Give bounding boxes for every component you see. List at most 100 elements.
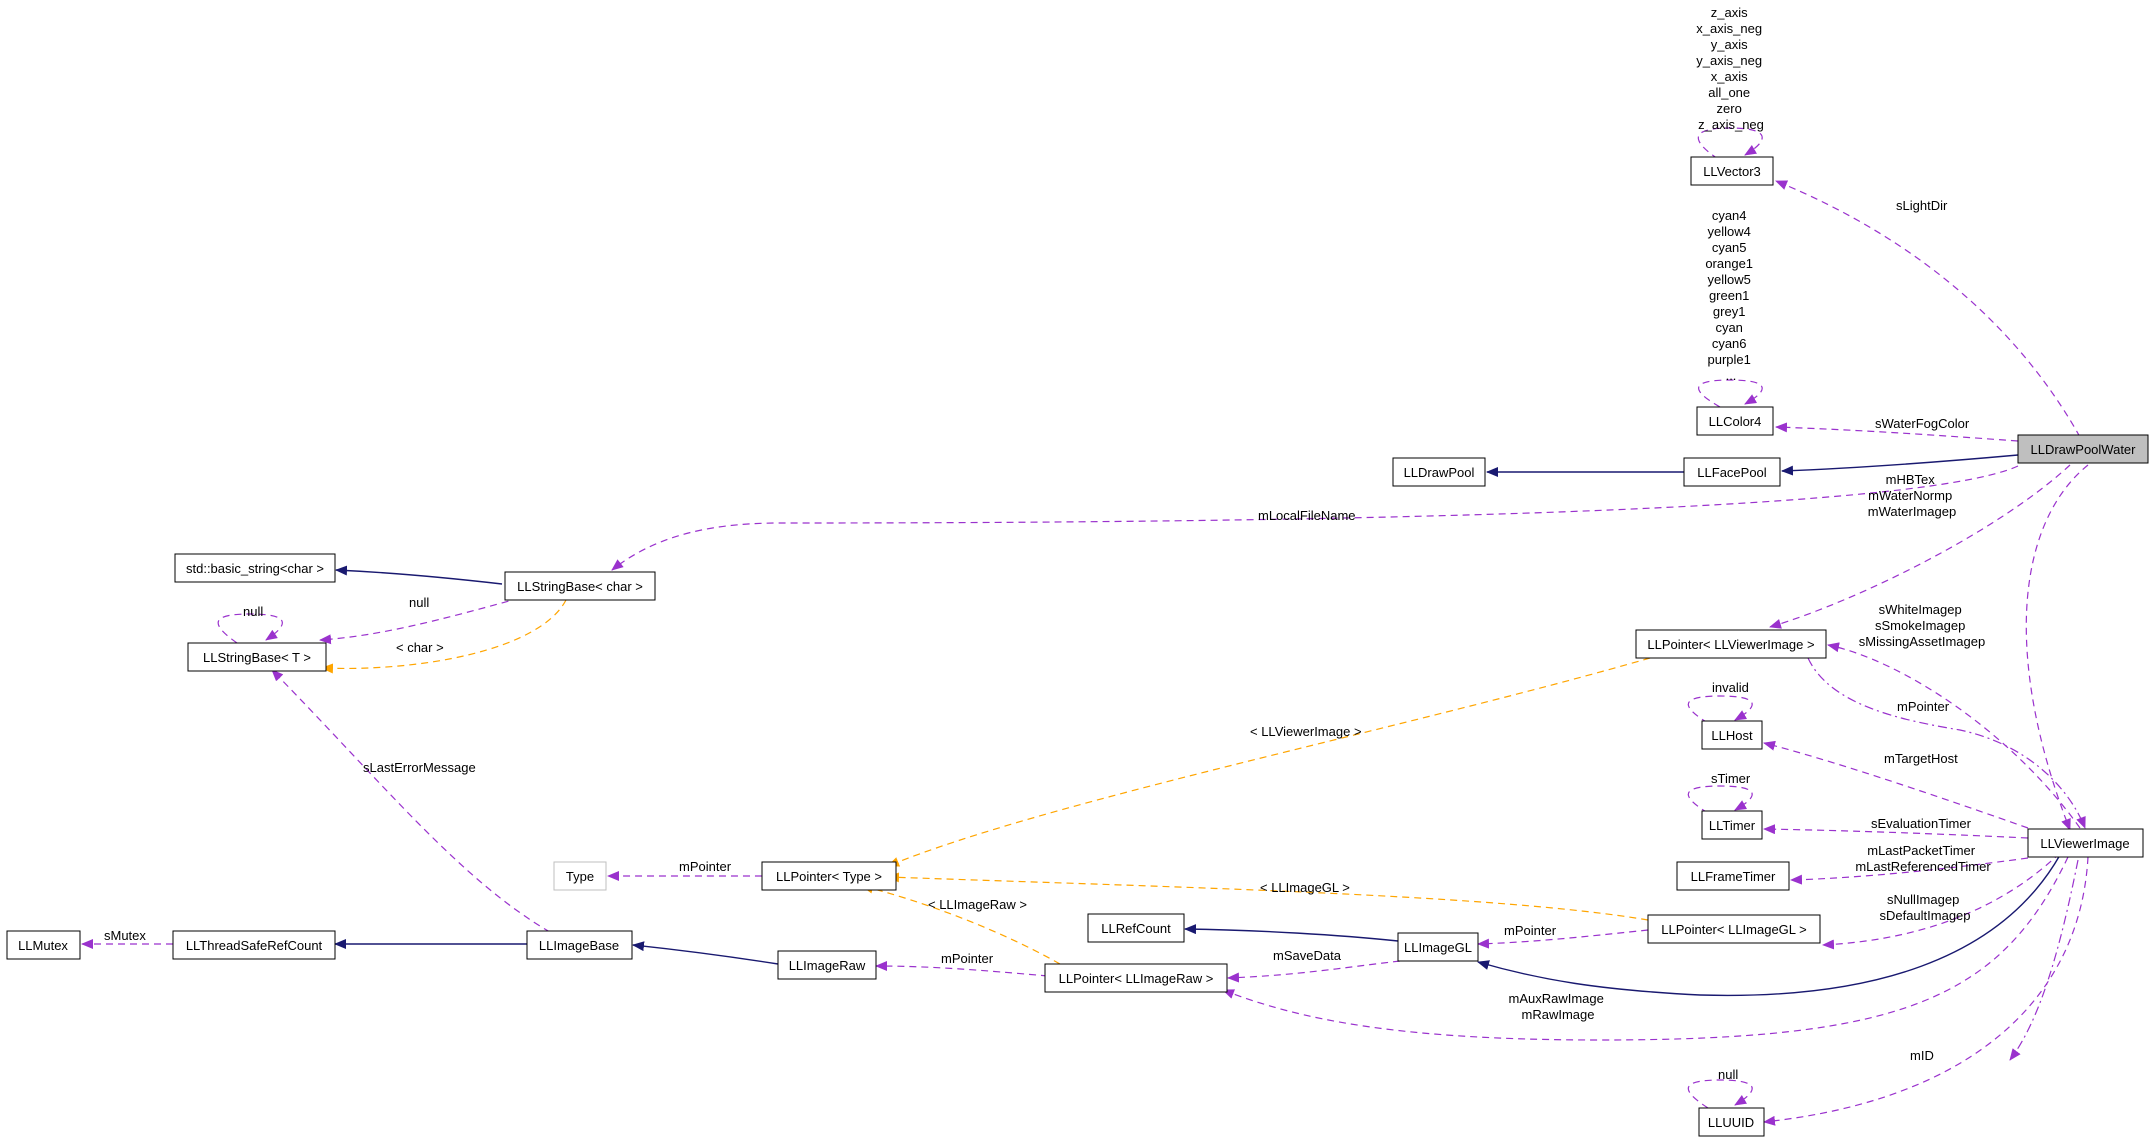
label-char-tmpl: < char > — [396, 640, 444, 655]
label-mtargethost: mTargetHost — [1884, 751, 1958, 766]
edge-localfilename — [611, 465, 2019, 571]
edge-viewerimage-imagegl — [1477, 854, 2061, 997]
svg-text:LLThreadSafeRefCount: LLThreadSafeRefCount — [186, 938, 323, 953]
svg-text:LLVector3: LLVector3 — [1703, 164, 1761, 179]
label-host-invalid: invalid — [1712, 680, 1749, 695]
node-llstringbase-char[interactable]: LLStringBase< char > — [504, 571, 656, 601]
label-viewerimage-tmpl: < LLViewerImage > — [1250, 724, 1362, 739]
edge-evaluationtimer — [1763, 824, 2029, 839]
label-smutex: sMutex — [104, 928, 146, 943]
edge-viewerimage-viewerpointer — [1827, 642, 2081, 829]
svg-text:LLImageGL: LLImageGL — [1404, 940, 1472, 955]
label-mid: mID — [1910, 1048, 1934, 1063]
node-llfacepool[interactable]: LLFacePool — [1683, 457, 1781, 487]
label-string-null: null — [409, 595, 429, 610]
label-mpointer-imageraw: mPointer — [941, 951, 994, 966]
node-llpointer-llviewerimage[interactable]: LLPointer< LLViewerImage > — [1635, 629, 1827, 659]
edge-savedata — [1227, 960, 1401, 983]
edge-stringchar-null — [319, 597, 521, 645]
node-llviewerimage[interactable]: LLViewerImage — [2027, 828, 2144, 858]
svg-text:LLFacePool: LLFacePool — [1697, 465, 1766, 480]
label-stringT-null: null — [243, 604, 263, 619]
svg-text:LLPointer< LLViewerImage >: LLPointer< LLViewerImage > — [1647, 637, 1814, 652]
node-llmutex[interactable]: LLMutex — [6, 930, 81, 960]
label-msavedata: mSaveData — [1273, 948, 1342, 963]
svg-text:LLStringBase< char >: LLStringBase< char > — [517, 579, 643, 594]
svg-text:LLImageBase: LLImageBase — [539, 938, 619, 953]
label-water-textures: mHBTex mWaterNormp mWaterImagep — [1868, 472, 1956, 519]
node-llpointer-llimagegl[interactable]: LLPointer< LLImageGL > — [1647, 914, 1821, 944]
edge-vector3-self — [1697, 127, 1763, 160]
node-lltimer[interactable]: LLTimer — [1701, 810, 1763, 840]
edge-labels: z_axis x_axis_neg y_axis y_axis_neg x_ax… — [104, 5, 1991, 1082]
edge-tmpl-imagegl — [887, 872, 1649, 921]
node-lldrawpool[interactable]: LLDrawPool — [1392, 457, 1486, 487]
node-llframetimer[interactable]: LLFrameTimer — [1676, 861, 1790, 891]
edge-imagegl-refcount — [1184, 924, 1399, 942]
node-llimagebase[interactable]: LLImageBase — [526, 930, 633, 960]
svg-text:LLPointer< LLImageGL >: LLPointer< LLImageGL > — [1661, 922, 1807, 937]
edge-raw-images — [1222, 856, 2069, 1041]
svg-text:LLHost: LLHost — [1711, 728, 1753, 743]
edge-viewerimage-waterloop — [2025, 464, 2089, 831]
node-llpointer-llimageraw[interactable]: LLPointer< LLImageRaw > — [1044, 963, 1228, 993]
label-raw-images: mAuxRawImage mRawImage — [1509, 991, 1608, 1022]
label-vector3-statics: z_axis x_axis_neg y_axis y_axis_neg x_ax… — [1696, 5, 1765, 132]
svg-text:std::basic_string<char >: std::basic_string<char > — [186, 561, 324, 576]
label-color4-statics: cyan4 yellow4 cyan5 orange1 yellow5 gree… — [1705, 208, 1756, 383]
nodes: LLDrawPoolWater LLFacePool LLDrawPool LL… — [6, 156, 2149, 1137]
edge-null-images — [1822, 852, 2061, 950]
svg-text:LLPointer< Type >: LLPointer< Type > — [776, 869, 882, 884]
svg-text:LLStringBase< T >: LLStringBase< T > — [203, 650, 311, 665]
edge-imagegl-pointer — [1477, 929, 1649, 949]
edge-color4-self — [1698, 379, 1763, 408]
label-slasterrormessage: sLastErrorMessage — [363, 760, 476, 775]
svg-text:LLMutex: LLMutex — [18, 938, 68, 953]
label-mpointer-imagegl: mPointer — [1504, 923, 1557, 938]
svg-text:LLPointer< LLImageRaw >: LLPointer< LLImageRaw > — [1059, 971, 1214, 986]
node-llimageraw[interactable]: LLImageRaw — [777, 950, 877, 980]
node-std-basic-string[interactable]: std::basic_string<char > — [174, 553, 336, 583]
node-llhost[interactable]: LLHost — [1701, 720, 1763, 750]
node-llcolor4[interactable]: LLColor4 — [1696, 406, 1774, 436]
label-timer-stimer: sTimer — [1711, 771, 1751, 786]
svg-text:LLTimer: LLTimer — [1709, 818, 1756, 833]
edge-drawpoolwater-facepool — [1781, 454, 2019, 476]
edge-mid — [1763, 856, 2089, 1126]
label-mpointer-viewer: mPointer — [1897, 699, 1950, 714]
edge-stringT-self — [217, 613, 283, 644]
node-lluuid[interactable]: LLUUID — [1698, 1107, 1765, 1137]
label-slightdir: sLightDir — [1896, 198, 1948, 213]
label-mpointer-type: mPointer — [679, 859, 732, 874]
edge-waterfogcolor — [1775, 422, 2019, 442]
label-null-images: sNullImagep sDefaultImagep — [1879, 892, 1970, 923]
node-lldrawpoolwater[interactable]: LLDrawPoolWater — [2017, 434, 2149, 464]
edge-uuid-self — [1687, 1079, 1753, 1109]
edge-tmpl-imageraw — [861, 883, 1061, 965]
node-llthreadsaferefcount[interactable]: LLThreadSafeRefCount — [172, 930, 336, 960]
edges — [81, 127, 2089, 1126]
node-llimagegl[interactable]: LLImageGL — [1397, 932, 1479, 962]
label-imageraw-tmpl: < LLImageRaw > — [928, 897, 1027, 912]
node-llpointer-type[interactable]: LLPointer< Type > — [761, 861, 897, 891]
svg-text:LLColor4: LLColor4 — [1709, 414, 1762, 429]
edge-imagebase-lasterror — [271, 669, 551, 933]
label-swaterfogcolor: sWaterFogColor — [1875, 416, 1970, 431]
node-type[interactable]: Type — [553, 861, 607, 891]
svg-text:LLFrameTimer: LLFrameTimer — [1691, 869, 1776, 884]
svg-text:LLImageRaw: LLImageRaw — [789, 958, 866, 973]
edge-timer-self — [1687, 785, 1753, 814]
node-llstringbase-t[interactable]: LLStringBase< T > — [187, 642, 327, 672]
edge-mpointer-viewerimage — [1807, 657, 2086, 829]
edge-stringbase-stdstring — [335, 565, 503, 585]
label-imagegl-tmpl: < LLImageGL > — [1260, 880, 1350, 895]
svg-text:Type: Type — [566, 869, 594, 884]
edge-lightdir — [1775, 180, 2081, 438]
edge-imageraw-pointer — [875, 961, 1049, 977]
edge-frametimers — [1790, 857, 2029, 885]
node-llvector3[interactable]: LLVector3 — [1690, 156, 1774, 186]
svg-text:LLRefCount: LLRefCount — [1101, 921, 1171, 936]
svg-text:LLViewerImage: LLViewerImage — [2040, 836, 2129, 851]
node-llrefcount[interactable]: LLRefCount — [1087, 913, 1185, 943]
